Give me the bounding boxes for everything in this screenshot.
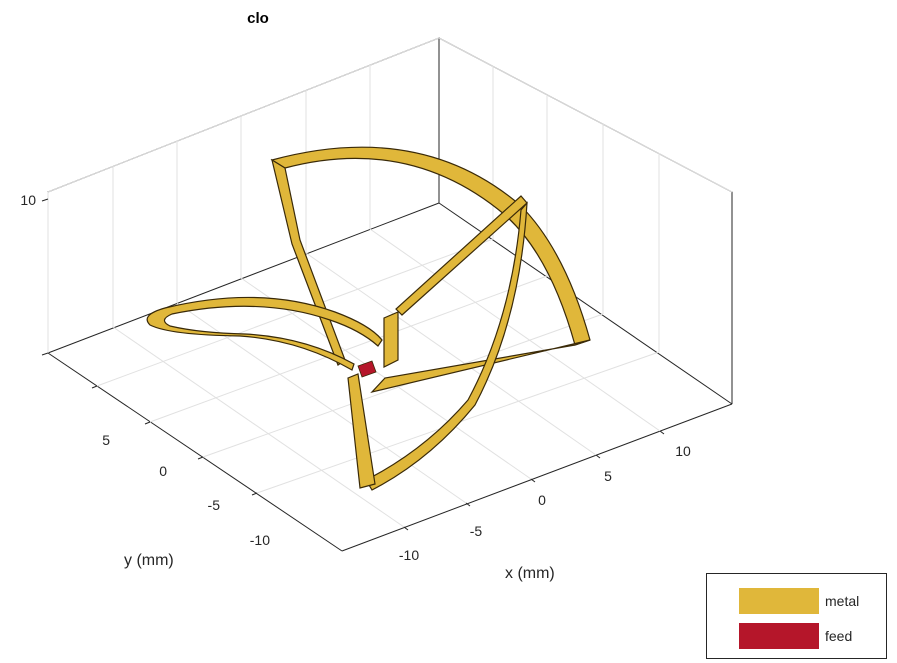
tick-mark: [403, 526, 409, 531]
legend: metal feed: [706, 573, 887, 659]
y-tick-label: 5: [102, 432, 110, 448]
y-tick-label: -5: [208, 497, 221, 513]
tick-labels: -10 -5 0 5 10 5 0 -5 -10 10: [20, 192, 691, 563]
front-floor-edge-left: [47, 352, 343, 552]
z-tick-label: 10: [20, 192, 36, 208]
tick-mark: [41, 198, 49, 202]
tick-mark: [465, 502, 471, 507]
legend-item-feed: feed: [739, 622, 852, 650]
legend-label-metal: metal: [825, 593, 860, 609]
metal-plate-center: [383, 311, 399, 368]
tick-mark: [659, 430, 665, 435]
x-tick-label: 10: [675, 443, 691, 459]
metal-strip-lower-left: [347, 373, 376, 489]
metal-loop-left: [146, 296, 383, 371]
x-axis-label: x (mm): [505, 565, 555, 582]
legend-item-metal: metal: [739, 587, 859, 615]
legend-swatch-feed: [739, 623, 819, 649]
tick-mark: [91, 385, 98, 389]
metal-strip-cross: [370, 339, 591, 394]
x-tick-label: -10: [399, 547, 419, 563]
chart-title: clo: [247, 10, 269, 27]
feed-patch: [357, 360, 377, 378]
tick-mark: [41, 352, 49, 356]
x-tick-label: 5: [604, 468, 612, 484]
tick-mark: [251, 492, 258, 496]
back-right-pane: [438, 37, 733, 404]
tick-mark: [197, 456, 204, 460]
y-axis-label: y (mm): [124, 552, 174, 569]
metal-strip-diagonal: [395, 195, 528, 316]
antenna-structure: [146, 146, 591, 491]
grid-lines: [47, 37, 733, 528]
front-floor-edge-right: [341, 403, 733, 552]
legend-label-feed: feed: [825, 628, 853, 644]
x-tick-label: -5: [470, 523, 483, 539]
tick-mark: [530, 478, 536, 483]
tick-mark: [144, 421, 151, 425]
y-tick-label: -10: [250, 532, 270, 548]
y-tick-label: 0: [159, 463, 167, 479]
tick-mark: [595, 454, 601, 459]
x-tick-label: 0: [538, 492, 546, 508]
back-floor-edge-left: [47, 202, 440, 354]
legend-swatch-metal: [739, 588, 819, 614]
